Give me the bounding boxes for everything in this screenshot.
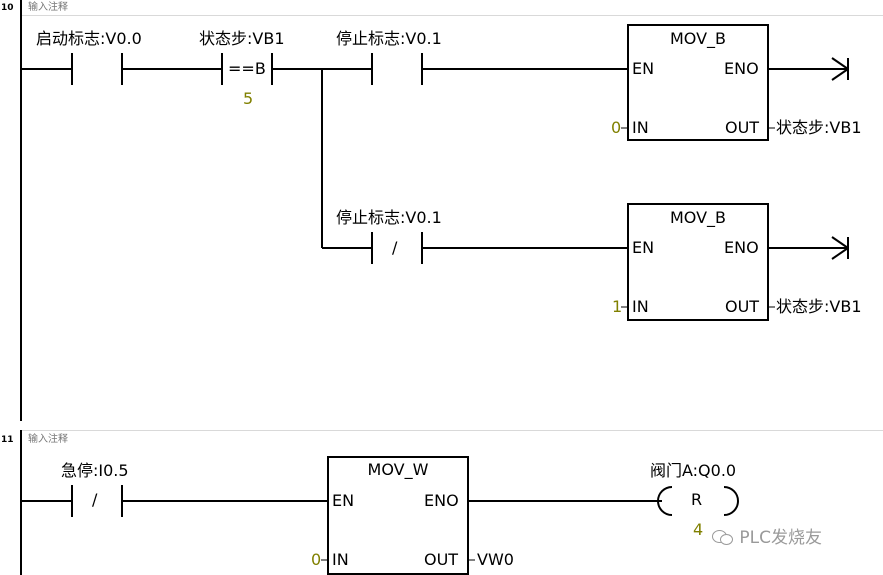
contact-label-emergency-stop[interactable]: 急停:I0.5 bbox=[61, 461, 129, 480]
mov-b-box-1 bbox=[627, 24, 769, 141]
network-comment[interactable]: 输入注释 bbox=[28, 434, 68, 445]
watermark-text: PLC发烧友 bbox=[739, 528, 822, 548]
network-separator bbox=[22, 15, 883, 16]
coil-label-valve-a[interactable]: 阀门A:Q0.0 bbox=[650, 461, 737, 480]
compare-operator: ==B bbox=[228, 59, 266, 78]
pin-in: IN bbox=[632, 297, 649, 316]
coil-reset-symbol: R bbox=[691, 490, 703, 509]
pin-en: EN bbox=[632, 59, 655, 78]
in-operand[interactable]: 0 bbox=[311, 550, 322, 569]
contact-label-start-flag[interactable]: 启动标志:V0.0 bbox=[36, 29, 142, 48]
pin-in: IN bbox=[632, 118, 649, 137]
out-operand[interactable]: VW0 bbox=[477, 550, 514, 569]
pin-en: EN bbox=[632, 238, 655, 257]
pin-eno: ENO bbox=[424, 491, 459, 510]
network-number: 11 bbox=[1, 435, 14, 445]
contact-label-stop-flag[interactable]: 停止标志:V0.1 bbox=[336, 29, 442, 48]
pin-out: OUT bbox=[725, 118, 760, 137]
mov-w-box bbox=[327, 456, 469, 575]
contact-not-symbol: / bbox=[392, 238, 398, 257]
pin-eno: ENO bbox=[724, 59, 759, 78]
pin-out: OUT bbox=[424, 550, 459, 569]
network-header-11[interactable]: 11 输入注释 bbox=[0, 432, 883, 448]
network-number: 10 bbox=[1, 3, 14, 13]
network-gutter bbox=[0, 0, 20, 575]
left-power-rail bbox=[20, 430, 22, 575]
wechat-icon bbox=[712, 528, 734, 546]
out-operand[interactable]: 状态步:VB1 bbox=[776, 297, 862, 316]
network-comment[interactable]: 输入注释 bbox=[28, 2, 68, 13]
left-power-rail bbox=[20, 0, 22, 421]
in-operand[interactable]: 0 bbox=[611, 118, 622, 137]
box-title[interactable]: MOV_B bbox=[669, 208, 727, 227]
pin-out: OUT bbox=[725, 297, 760, 316]
box-title[interactable]: MOV_B bbox=[669, 29, 727, 48]
pin-in: IN bbox=[332, 550, 349, 569]
coil-operand[interactable]: 4 bbox=[693, 520, 704, 539]
contact-label-stop-flag-nc[interactable]: 停止标志:V0.1 bbox=[336, 208, 442, 227]
coil-right-arc bbox=[723, 486, 739, 516]
pin-en: EN bbox=[332, 491, 355, 510]
out-operand[interactable]: 状态步:VB1 bbox=[776, 118, 862, 137]
contact-not-symbol: / bbox=[92, 490, 98, 509]
watermark: PLC发烧友 bbox=[712, 528, 822, 548]
compare-label-state-step[interactable]: 状态步:VB1 bbox=[199, 29, 285, 48]
network-header-10[interactable]: 10 输入注释 bbox=[0, 0, 883, 16]
pin-eno: ENO bbox=[724, 238, 759, 257]
coil-left-arc bbox=[657, 486, 673, 516]
mov-b-box-2 bbox=[627, 203, 769, 321]
compare-operand[interactable]: 5 bbox=[243, 89, 254, 108]
network-separator bbox=[22, 430, 883, 431]
in-operand[interactable]: 1 bbox=[612, 297, 623, 316]
box-title[interactable]: MOV_W bbox=[367, 460, 429, 479]
